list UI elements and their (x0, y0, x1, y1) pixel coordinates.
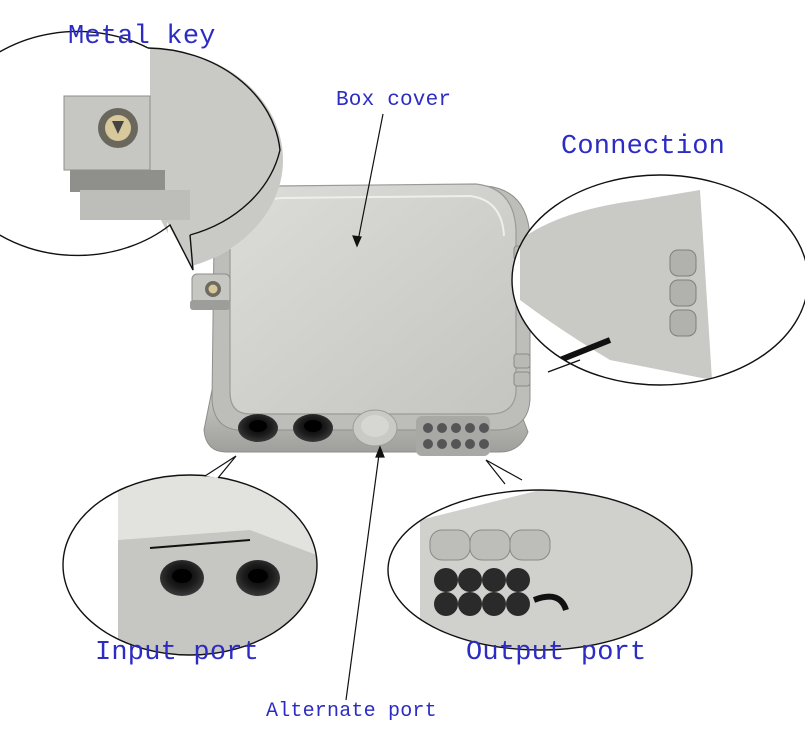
callout-input-port (62, 455, 318, 656)
box-cover (229, 183, 517, 415)
callout-connection (511, 174, 805, 386)
output-ports-icon (416, 416, 490, 456)
pointer-lines (345, 113, 385, 701)
connection-label: Connection (561, 132, 726, 162)
input-ports-icon (238, 414, 333, 442)
main-box (190, 183, 531, 456)
alternate-port-icon (352, 409, 398, 447)
metal-key-icon (190, 273, 231, 310)
input-port-label: Input port (95, 638, 260, 668)
metal-key-label: Metal key (68, 22, 216, 52)
output-port-label: Output port (466, 638, 647, 668)
callout-output-port (387, 459, 693, 651)
alternate-port-label: Alternate port (266, 700, 437, 723)
box-cover-label: Box cover (336, 89, 452, 112)
